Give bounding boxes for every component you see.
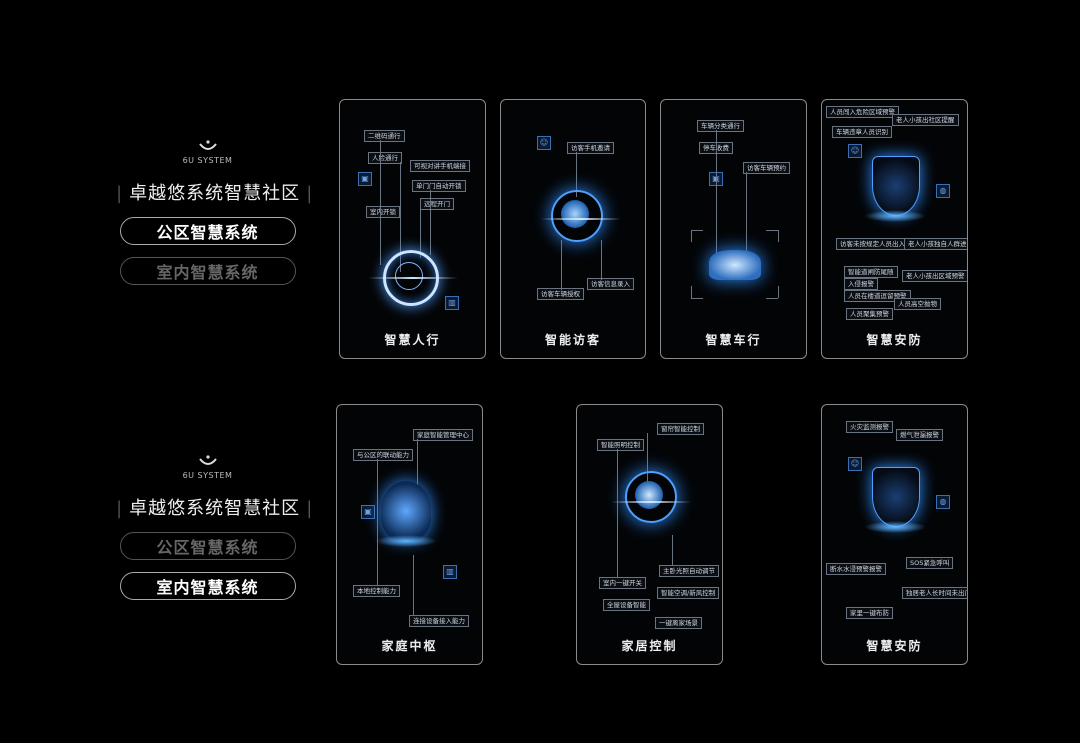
smile-logo-icon <box>197 455 219 469</box>
feature-label: 燃气泄漏报警 <box>896 429 943 441</box>
card-title: 智能访客 <box>544 333 601 347</box>
feature-label: SOS紧急呼叫 <box>906 557 954 569</box>
feature-label: 智能空调/新风控制 <box>657 587 720 599</box>
card-home-control[interactable]: 窗帘智能控制 智能照明控制 室内一键开关 全屋设备智能 主卧光照自动调节 智能空… <box>576 404 723 665</box>
menu-indoor-system[interactable]: 室内智慧系统 <box>119 572 296 600</box>
card-title: 智慧人行 <box>384 333 441 347</box>
feature-label: 人员在楼道逗留预警 <box>844 290 911 302</box>
brand-block-top: 6U SYSTEM |卓越悠系统智慧社区| 公区智慧系统 室内智慧系统 <box>110 140 314 285</box>
feature-label: 单门门自动开锁 <box>412 180 466 192</box>
card-smart-pedestrian[interactable]: 二维码通行 人脸通行 可视对讲手机端接 单门门自动开锁 室内开锁 远程开门 ▣ … <box>339 99 486 359</box>
brand-name: 6U SYSTEM <box>182 471 233 480</box>
feature-label: 室内开锁 <box>366 206 400 218</box>
feature-label: 人脸通行 <box>368 152 402 164</box>
lock-icon: ▣ <box>358 172 372 186</box>
feature-label: 人员聚集预警 <box>846 308 893 320</box>
feature-label: 老人小孩独自人群进入 <box>904 238 967 250</box>
control-ring <box>625 471 677 523</box>
feature-label: 老人小孩出区域预警 <box>902 270 967 282</box>
feature-label: 访客未按规定人员出入 <box>836 238 909 250</box>
brand-name: 6U SYSTEM <box>182 156 233 165</box>
feature-label: 家庭智能管理中心 <box>413 429 473 441</box>
chart-icon: ▥ <box>443 565 457 579</box>
menu-public-system[interactable]: 公区智慧系统 <box>119 217 296 245</box>
feature-label: 火灾监测报警 <box>846 421 893 433</box>
feature-label: 入侵报警 <box>844 278 878 290</box>
feature-label: 访客信息录入 <box>587 278 634 290</box>
feature-label: 与公区的联动能力 <box>353 449 413 461</box>
feature-label: 连接设备接入能力 <box>409 615 469 627</box>
brand-title: |卓越悠系统智慧社区| <box>116 498 314 519</box>
feature-label: 智能道闸防尾随 <box>844 266 898 278</box>
user-icon: ☺ <box>848 144 862 158</box>
card-smart-vehicle[interactable]: 车辆分类通行 停车收费 访客车辆预约 ▣ 智慧车行 <box>660 99 807 359</box>
feature-label: 窗帘智能控制 <box>657 423 704 435</box>
feature-label: 智能照明控制 <box>597 439 644 451</box>
feature-label: 可视对讲手机端接 <box>410 160 470 172</box>
menu-public-system[interactable]: 公区智慧系统 <box>119 532 296 560</box>
feature-label: 访客车辆预约 <box>743 162 790 174</box>
feature-label: 全屋设备智能 <box>603 599 650 611</box>
card-smart-visitor[interactable]: 访客手机邀请 访客车辆授权 访客信息录入 ☺ 智能访客 <box>500 99 646 359</box>
chart-icon: ▥ <box>445 296 459 310</box>
card-title: 智慧车行 <box>705 333 762 347</box>
shield-base-glow <box>864 521 926 533</box>
card-smart-security[interactable]: 人员闯入危险区域预警 老人小孩出社区提醒 车辆违章人员识别 访客未按规定人员出入… <box>821 99 968 359</box>
smile-logo-icon <box>197 140 219 154</box>
feature-label: 访客车辆授权 <box>537 288 584 300</box>
card-title: 智慧安防 <box>866 639 923 653</box>
gate-ring-inner <box>395 262 423 290</box>
feature-label: 车辆分类通行 <box>697 120 744 132</box>
lock-icon: ▣ <box>361 505 375 519</box>
feature-label: 独居老人长时间未出门提醒 <box>902 587 967 599</box>
fingerprint-icon: ◍ <box>936 495 950 509</box>
feature-label: 主卧光照自动调节 <box>659 565 719 577</box>
shield-base-glow <box>864 210 926 222</box>
card-home-hub[interactable]: 家庭智能管理中心 与公区的联动能力 本地控制能力 连接设备接入能力 ▣ ▥ 家庭… <box>336 404 483 665</box>
feature-label: 老人小孩出社区提醒 <box>892 114 959 126</box>
feature-label: 二维码通行 <box>364 130 405 142</box>
card-title: 家居控制 <box>621 639 678 653</box>
feature-label: 室内一键开关 <box>599 577 646 589</box>
brand-title: |卓越悠系统智慧社区| <box>116 183 314 204</box>
shield-graphic <box>872 156 920 216</box>
feature-label: 家里一键布防 <box>846 607 893 619</box>
feature-label: 一键离家场景 <box>655 617 702 629</box>
card-title: 家庭中枢 <box>381 639 438 653</box>
brand-block-bottom: 6U SYSTEM |卓越悠系统智慧社区| 公区智慧系统 室内智慧系统 <box>110 455 314 600</box>
ai-head-graphic <box>381 481 431 541</box>
card-title: 智慧安防 <box>866 333 923 347</box>
feature-label: 断水水浸预警报警 <box>826 563 886 575</box>
fingerprint-icon: ◍ <box>936 184 950 198</box>
shield-graphic <box>872 467 920 527</box>
feature-label: 远程开门 <box>420 198 454 210</box>
face-scan-ring <box>551 190 603 242</box>
card-indoor-security[interactable]: 火灾监测报警 燃气泄漏报警 断水水浸预警报警 SOS紧急呼叫 家里一键布防 独居… <box>821 404 968 665</box>
feature-label: 人员闯入危险区域预警 <box>826 106 899 118</box>
feature-label: 访客手机邀请 <box>567 142 614 154</box>
menu-indoor-system[interactable]: 室内智慧系统 <box>119 257 296 285</box>
feature-label: 人员高空抛物 <box>894 298 941 310</box>
face-scan-core <box>561 200 589 228</box>
car-graphic <box>709 250 761 280</box>
control-core <box>635 481 663 509</box>
feature-label: 车辆违章人员识别 <box>832 126 892 138</box>
feature-label: 本地控制能力 <box>353 585 400 597</box>
user-icon: ☺ <box>537 136 551 150</box>
head-base-glow <box>375 535 437 547</box>
user-icon: ☺ <box>848 457 862 471</box>
